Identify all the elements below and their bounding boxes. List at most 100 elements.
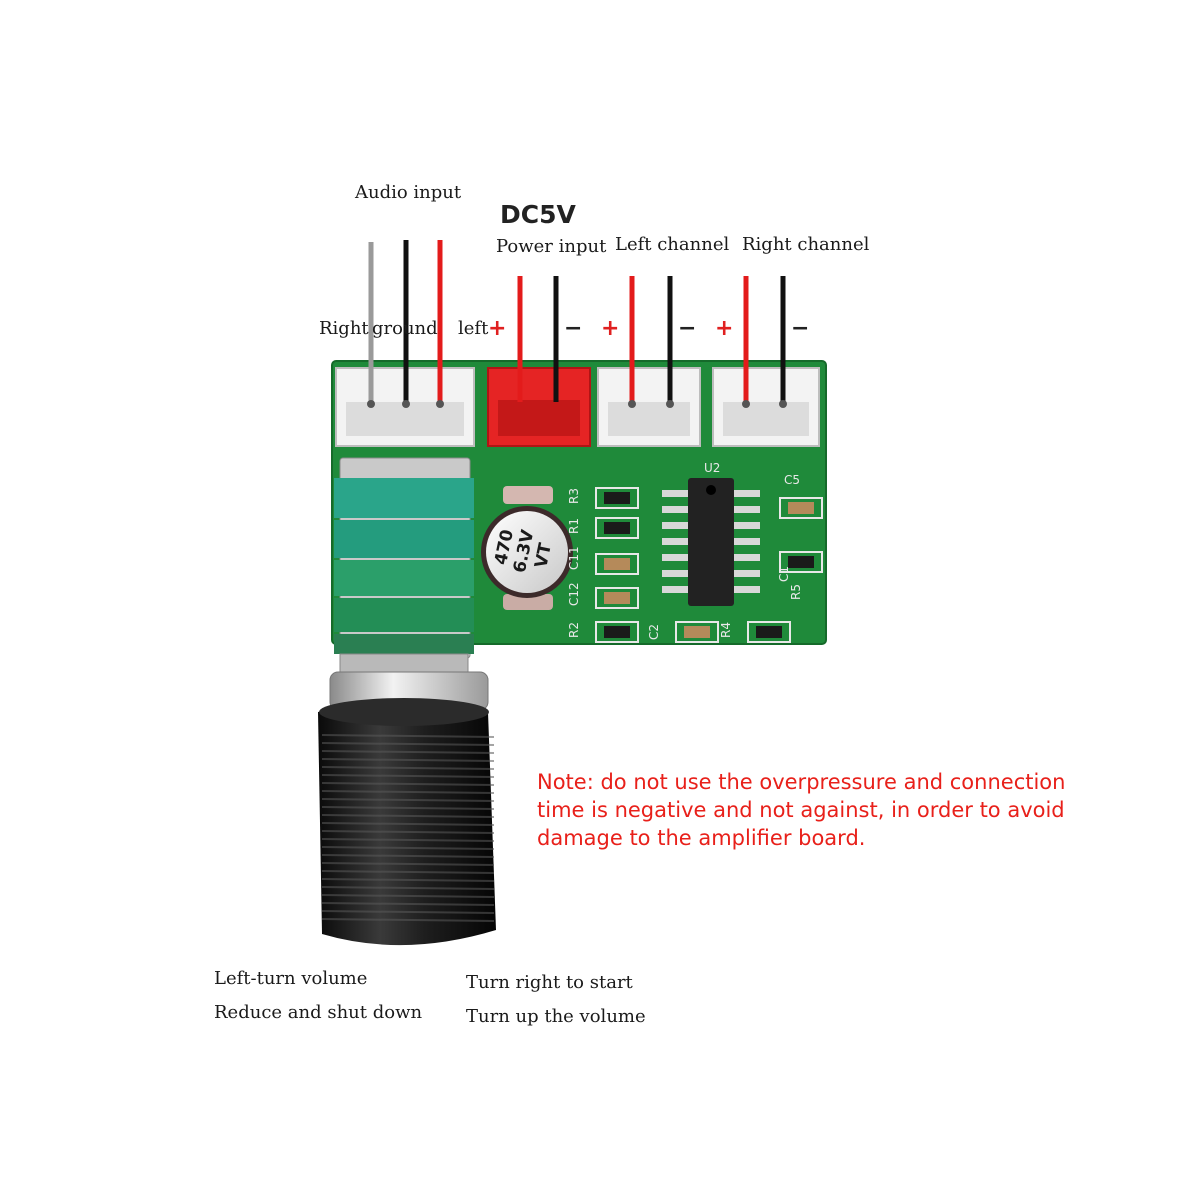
silkscreen-label: R5 [789,584,803,600]
ic-pin [734,554,760,561]
audio-input-label: Audio input [355,182,462,203]
capacitor-value-text: 4706.3VVT [490,523,558,579]
silkscreen-label: U2 [704,461,720,475]
silkscreen-label: C12 [567,582,581,606]
smd-pad-outline [595,587,639,609]
smd-pad-outline [779,497,823,519]
silkscreen-label: C1 [777,566,791,582]
smd-part [684,626,710,638]
ic-pin [662,554,688,561]
electrolytic-capacitor: 4706.3VVT [481,486,573,610]
silkscreen-label: R4 [719,622,733,638]
knob-ridge [321,806,495,810]
knob-ridge [321,734,495,738]
power-minus-sign: − [564,316,583,341]
knob-ridge [321,910,495,914]
right-minus-sign: − [791,316,810,341]
smd-part [788,502,814,514]
volume-knob [318,698,496,946]
ic-pin [734,570,760,577]
knob-ridge [321,854,495,858]
silkscreen-label: R3 [567,488,581,504]
audio-right-pin-label: Right [319,318,369,339]
knob-ridge [321,742,495,746]
ic-pin [662,490,688,497]
silkscreen-label: C5 [784,473,800,487]
smd-pad-outline [595,487,639,509]
knob-ridge [321,846,495,850]
smd-pad-outline [595,621,639,643]
knob-ridge [321,918,495,922]
ic-pin [662,586,688,593]
silkscreen-label: R1 [567,518,581,534]
knob-ridge [321,838,495,842]
knob-ridge [321,822,495,826]
smd-components [595,487,823,643]
knob-ridge [321,830,495,834]
smd-pad-outline [595,517,639,539]
knob-ridge [321,862,495,866]
left-minus-sign: − [678,316,697,341]
left-channel-connector [597,367,701,447]
ic-pin [734,538,760,545]
smd-pad-outline [747,621,791,643]
ic-chip-u2 [662,478,760,606]
smd-part [604,626,630,638]
left-turn-caption-1: Left-turn volume [214,968,368,989]
right-turn-caption-1: Turn right to start [466,972,633,993]
audio-ground-pin-label: ground [372,318,438,339]
smd-part [604,522,630,534]
warning-note: Note: do not use the overpressure and co… [537,768,1097,852]
right-turn-caption-2: Turn up the volume [466,1006,646,1027]
power-plus-sign: + [488,316,507,341]
warning-note-line-2: time is negative and not against, in ord… [537,798,1065,822]
smd-part [604,492,630,504]
knob-ridge [321,750,495,754]
left-turn-caption-2: Reduce and shut down [214,1002,423,1023]
power-input-label: Power input [496,236,607,257]
knob-ridge [321,886,495,890]
ic-pin [734,490,760,497]
smd-pad-outline [595,553,639,575]
right-channel-connector [712,367,820,447]
warning-note-line-3: damage to the amplifier board. [537,826,866,850]
knob-ridge [321,902,495,906]
knob-ridge [321,782,495,786]
ic-pin [662,506,688,513]
ic-pin [662,522,688,529]
smd-part [788,556,814,568]
left-channel-label: Left channel [615,234,730,255]
smd-part [756,626,782,638]
ic-pin [734,522,760,529]
smd-part [604,592,630,604]
audio-left-pin-label: left [458,318,489,339]
knob-ridge [321,878,495,882]
ic-pin [662,570,688,577]
ic-pin [734,506,760,513]
silkscreen-label: R2 [567,622,581,638]
power-input-connector [487,367,591,447]
knob-ridge [321,870,495,874]
knob-ridge [321,798,495,802]
knob-ridge [321,766,495,770]
knob-ridge [321,790,495,794]
warning-note-line-1: Note: do not use the overpressure and co… [537,770,1066,794]
left-plus-sign: + [601,316,620,341]
ic-pin [734,586,760,593]
dc5v-label: DC5V [500,200,576,229]
smd-part [604,558,630,570]
potentiometer [334,457,474,681]
smd-pad-outline [675,621,719,643]
knob-ridge [321,814,495,818]
right-plus-sign: + [715,316,734,341]
silkscreen-label: C2 [647,624,661,640]
ic-pin [662,538,688,545]
smd-pad-outline [779,551,823,573]
knob-ridge [321,774,495,778]
silkscreen-label: C11 [567,546,581,570]
knob-ridge [321,758,495,762]
knob-ridge [321,894,495,898]
